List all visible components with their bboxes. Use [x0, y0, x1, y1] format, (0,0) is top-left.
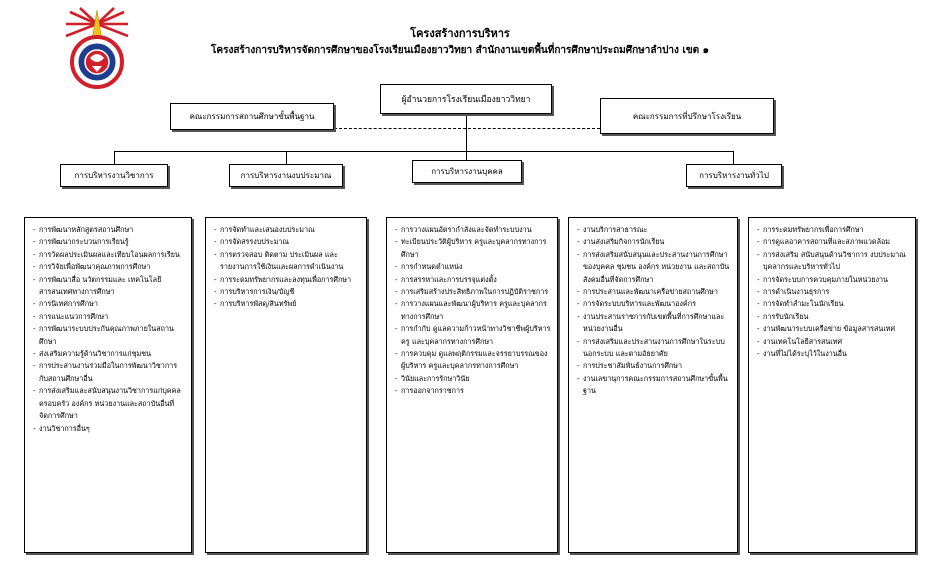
task-item: การควบคุม ดูแลพฤติกรรมและจรรยาบรรณของผู้… [395, 348, 551, 373]
task-item: การจัดระบบการควบคุมภายในหน่วยงาน [757, 274, 909, 287]
connector-dept-2 [286, 151, 287, 164]
task-item: การส่งเสริมสนับสนุนและประสานงานการศึกษาข… [577, 249, 731, 286]
general-task-list-1: งานบริการสาธารณะงานส่งเสริมกิจการนักเรีย… [577, 224, 731, 398]
task-item: วินัยและการรักษาวินัย [395, 373, 551, 386]
connector-dept-3 [466, 151, 467, 160]
task-item: ส่งเสริมความรู้ด้านวิชาการแก่ชุมชน [33, 348, 185, 361]
school-logo [65, 7, 129, 89]
page-title: โครงสร้างการบริหาร [410, 27, 510, 40]
panel-academic-tasks: การพัฒนาหลักสูตรสถานศึกษาการพัฒนากระบวนก… [24, 217, 192, 553]
task-item: งานเลขานุการคณะกรรมการสถานศึกษาขั้นพื้นฐ… [577, 373, 731, 398]
task-item: การพัฒนาสื่อ นวัตกรรมและ เทคโนโลยีสารสนเ… [33, 274, 185, 299]
task-item: การตรวจสอบ ติดตาม ประเมินผล และรายงานการ… [214, 249, 360, 274]
task-item: การบริหารพัสดุ/สินทรัพย์ [214, 298, 360, 311]
task-item: การสรรหาและการบรรจุแต่งตั้ง [395, 274, 551, 287]
task-item: การกำกับ ดูแลความก้าวหน้าทางวิชาชีพผู้บร… [395, 323, 551, 348]
panel-general-tasks-1: งานบริการสาธารณะงานส่งเสริมกิจการนักเรีย… [568, 217, 738, 553]
task-item: การนิเทศการศึกษา [33, 298, 185, 311]
task-item: การวิจัยเพื่อพัฒนาคุณภาพการศึกษา [33, 261, 185, 274]
task-item: การส่งเสริม สนับสนุนด้านวิชาการ งบประมาณ… [757, 249, 909, 274]
panel-general-tasks-2: การระดมทรัพยากรเพื่อการศึกษาการดูแลอาคาร… [748, 217, 916, 553]
task-item: การจัดระบบบริหารและพัฒนาองค์กร [577, 298, 731, 311]
task-item: งานส่งเสริมกิจการนักเรียน [577, 236, 731, 249]
advisory-board-box: คณะกรรมการที่ปรึกษาโรงเรียน [600, 98, 774, 134]
task-item: การส่งเสริมและสนับสนุนงานวิชาการแก่บุคคล… [33, 385, 185, 422]
task-item: การพัฒนากระบวนการเรียนรู้ [33, 236, 185, 249]
task-item: การออกจากราชการ [395, 385, 551, 398]
task-item: การดูแลอาคารสถานที่และสภาพแวดล้อม [757, 236, 909, 249]
academic-task-list: การพัฒนาหลักสูตรสถานศึกษาการพัฒนากระบวนก… [33, 224, 185, 435]
task-item: การแนะแนวการศึกษา [33, 311, 185, 324]
task-item: การระดมทรัพยากรและลงทุนเพื่อการศึกษา [214, 274, 360, 287]
task-item: การวัดผลประเมินผลและเทียบโอนผลการเรียน [33, 249, 185, 262]
connector-director-down [466, 114, 467, 152]
task-item: ทะเบียนประวัติผู้บริหาร ครูและบุคลากรทาง… [395, 236, 551, 261]
task-item: การดำเนินงานธุรการ [757, 286, 909, 299]
task-item: การประชาสัมพันธ์งานการศึกษา [577, 360, 731, 373]
task-item: การพัฒนาระบบประกันคุณภาพภายในสถานศึกษา [33, 323, 185, 348]
basic-education-board-box: คณะกรรมการสถานศึกษาขั้นพื้นฐาน [170, 103, 334, 130]
general-task-list-2: การระดมทรัพยากรเพื่อการศึกษาการดูแลอาคาร… [757, 224, 909, 361]
budget-task-list: การจัดทำและเสนองบประมาณการจัดสรรงบประมาณ… [214, 224, 360, 311]
task-item: งานวิชาการอื่นๆ [33, 423, 185, 436]
panel-budget-tasks: การจัดทำและเสนองบประมาณการจัดสรรงบประมาณ… [205, 217, 367, 553]
panel-personnel-tasks: การวางแผนอัตรากำลังและจัดทำระบบงานทะเบีย… [386, 217, 558, 553]
task-item: งานบริการสาธารณะ [577, 224, 731, 237]
task-item: การกำหนดตำแหน่ง [395, 261, 551, 274]
task-item: การส่งเสริมและประสานงานการศึกษาในระบบ นอ… [577, 336, 731, 361]
task-item: การระดมทรัพยากรเพื่อการศึกษา [757, 224, 909, 237]
logo-emblem [90, 54, 104, 72]
connector-dept-1 [114, 151, 115, 164]
task-item: งานที่ไม่ได้ระบุไว้ในงานอื่น [757, 348, 909, 361]
dept-general: การบริหารงานทั่วไป [686, 164, 782, 187]
director-box: ผู้อำนวยการโรงเรียนเมืองยาววิทยา [380, 84, 552, 114]
task-item: การบริหารการเงิน/บัญชี [214, 286, 360, 299]
dept-personnel: การบริหารงานบุคคล [412, 160, 522, 183]
task-item: งานเทคโนโลยีสารสนเทศ [757, 336, 909, 349]
task-item: การวางแผนอัตรากำลังและจัดทำระบบงาน [395, 224, 551, 237]
connector-advisory-dashed [334, 128, 600, 129]
task-item: การเสริมสร้างประสิทธิภาพในการปฏิบัติราชก… [395, 286, 551, 299]
task-item: การวางแผนและพัฒนาผู้บริหาร ครูและบุคลากร… [395, 298, 551, 323]
task-item: การจัดทำและเสนองบประมาณ [214, 224, 360, 237]
connector-dept-4 [733, 151, 734, 164]
personnel-task-list: การวางแผนอัตรากำลังและจัดทำระบบงานทะเบีย… [395, 224, 551, 398]
task-item: การรับนักเรียน [757, 311, 909, 324]
task-item: งานพัฒนาระบบเครือข่าย ข้อมูลสารสนเทศ [757, 323, 909, 336]
task-item: งานประสานราชการกับเขตพื้นที่การศึกษาและห… [577, 311, 731, 336]
task-item: การประสานและพัฒนาเครือข่ายสถานศึกษา [577, 286, 731, 299]
page-subtitle: โครงสร้างการบริหารจัดการศึกษาของโรงเรียน… [211, 45, 709, 56]
task-item: การพัฒนาหลักสูตรสถานศึกษา [33, 224, 185, 237]
dept-academic: การบริหารงานวิชาการ [60, 164, 168, 187]
task-item: การประสานงานร่วมมือในการพัฒนาวิชาการกับส… [33, 360, 185, 385]
task-item: การจัดสรรงบประมาณ [214, 236, 360, 249]
dept-budget: การบริหารงานงบประมาณ [229, 164, 343, 187]
connector-horizontal-bus [114, 151, 734, 152]
task-item: การจัดทำสำมะโนนักเรียน [757, 298, 909, 311]
